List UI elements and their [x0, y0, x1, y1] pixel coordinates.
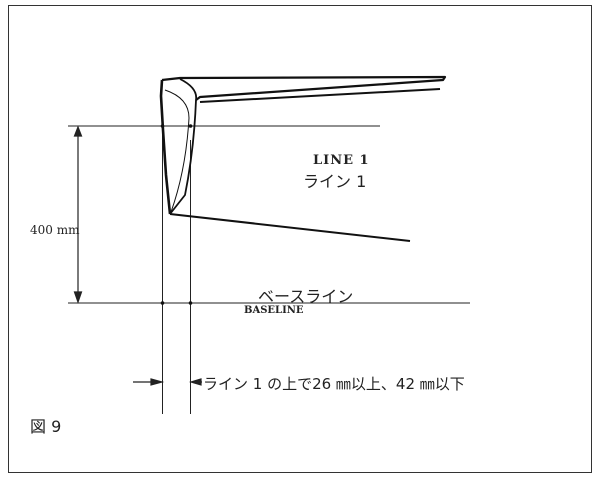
upper-deck	[161, 75, 447, 101]
figure-border	[8, 5, 592, 473]
tolerance-arrows	[133, 378, 202, 386]
label-line1-ja: ライン 1	[303, 172, 366, 191]
lower-edge	[169, 213, 411, 242]
dimension-400mm	[73, 125, 83, 304]
upper-deck-line	[199, 88, 441, 103]
label-baseline-ja: ベースライン	[258, 287, 353, 306]
label-baseline-en: BASELINE	[244, 305, 304, 316]
figure-caption: 図 9	[30, 417, 61, 436]
line-1-intersection-left	[160, 124, 165, 128]
line-1-intersection-right	[188, 124, 193, 128]
curve-outer	[169, 78, 198, 215]
baseline-intersection-left	[160, 301, 165, 305]
dimension-label: 400 mm	[30, 223, 80, 237]
baseline-intersection-right	[188, 301, 193, 305]
curve-inner	[164, 89, 190, 213]
label-line1-en: LINE 1	[313, 153, 370, 168]
leading-edge	[159, 79, 172, 215]
board-profile	[159, 75, 447, 242]
tolerance-note: ライン 1 の上で26 ㎜以上、42 ㎜以下	[203, 375, 465, 393]
